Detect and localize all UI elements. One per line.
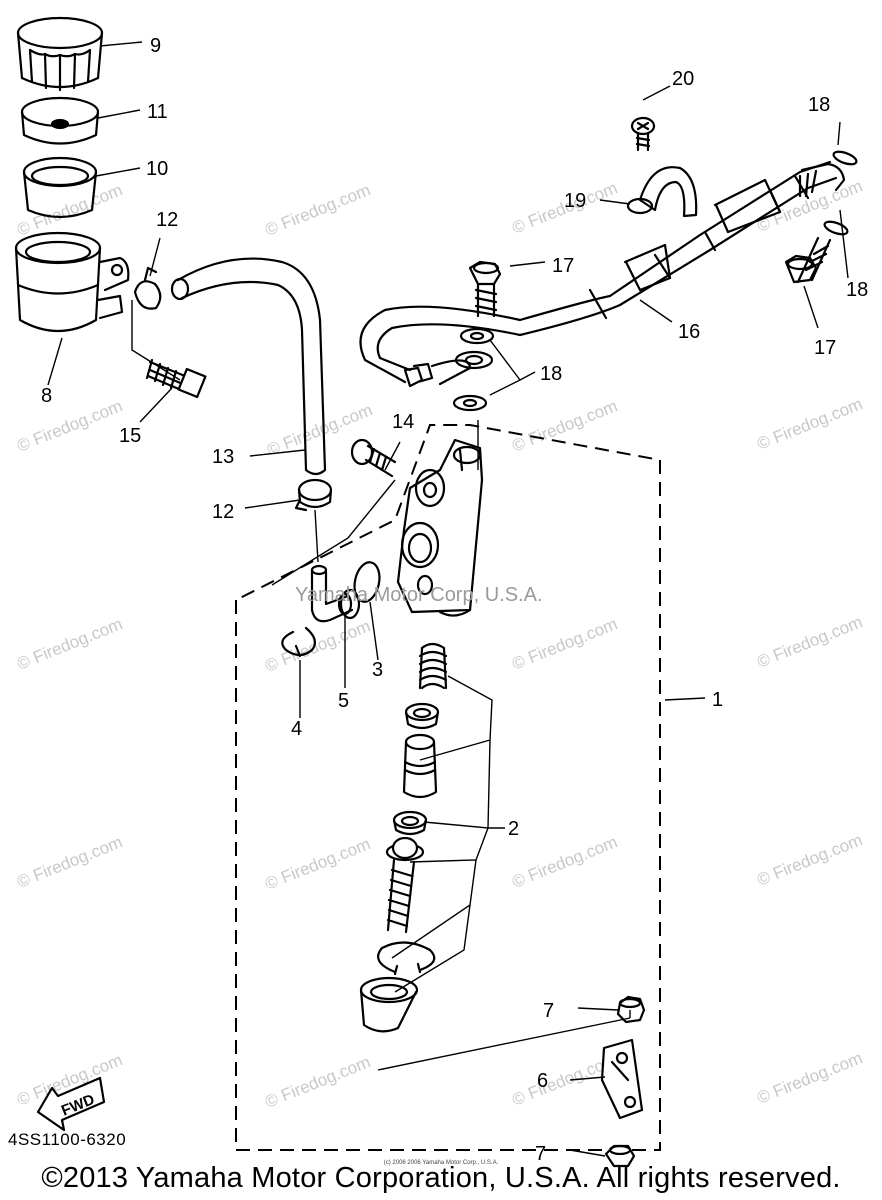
watermark-layer: © Firedog.com © Firedog.com © Firedog.co… [14, 176, 865, 1111]
watermark: © Firedog.com [509, 396, 620, 455]
part-label: 5 [338, 690, 349, 712]
part-label: 17 [814, 337, 836, 359]
part-label: 6 [537, 1070, 548, 1092]
boot [359, 976, 419, 1033]
diaphragm [20, 96, 100, 145]
reservoir-plate [22, 156, 98, 219]
copper-washer [832, 150, 858, 166]
watermark: © Firedog.com [754, 176, 865, 235]
push-rod [385, 836, 425, 934]
guide-screw [630, 116, 656, 152]
small-print: (c) 2006 2006 Yamaha Motor Corp., U.S.A. [383, 1160, 499, 1166]
watermark: © Firedog.com [754, 830, 865, 889]
watermark: © Firedog.com [14, 396, 125, 455]
watermark: © Firedog.com [14, 180, 125, 239]
copper-washer [823, 220, 849, 236]
watermark: © Firedog.com [262, 180, 373, 239]
part-label: 9 [150, 35, 161, 57]
part-label: 18 [846, 279, 868, 301]
part-label: 12 [156, 209, 178, 231]
part-label: 15 [119, 425, 141, 447]
part-label: 17 [552, 255, 574, 277]
part-label: 18 [808, 94, 830, 116]
piston [402, 733, 438, 799]
assembly-boundary [235, 424, 661, 1151]
watermark: © Firedog.com [14, 614, 125, 673]
clevis [600, 1038, 644, 1120]
part-label: 8 [41, 385, 52, 407]
watermark: © Firedog.com [754, 1048, 865, 1107]
part-label: 7 [543, 1000, 554, 1022]
lock-nut-upper [616, 995, 646, 1024]
reservoir-cap [16, 16, 104, 92]
copper-washer [459, 327, 495, 345]
hose-guide [626, 166, 698, 218]
embedded-brand-text: Yamaha Motor Corp, U.S.A. [295, 584, 543, 606]
part-label: 1 [712, 689, 723, 711]
part-label: 14 [392, 411, 414, 433]
part-label: 18 [540, 363, 562, 385]
copper-washer [469, 331, 485, 341]
copper-washer [462, 398, 478, 408]
reservoir-tank [14, 231, 130, 333]
copyright-footer: ©2013 Yamaha Motor Corporation, U.S.A. A… [41, 1162, 841, 1194]
watermark: © Firedog.com [262, 834, 373, 893]
part-label: 13 [212, 446, 234, 468]
primary-cup [404, 702, 440, 730]
watermark: © Firedog.com [754, 612, 865, 671]
watermark: © Firedog.com [14, 832, 125, 891]
circlip [281, 626, 317, 658]
part-label: 11 [147, 101, 168, 123]
master-cylinder-body [396, 438, 484, 617]
spring [418, 642, 448, 690]
diagram-code: 4SS1100-6320 [8, 1130, 127, 1149]
part-label: 19 [564, 190, 586, 212]
lock-nut-lower [604, 1144, 636, 1168]
hose-joint [310, 564, 361, 623]
part-labels: 9 11 10 12 8 15 13 12 14 3 4 5 17 18 16 … [41, 35, 868, 1165]
fwd-arrow-icon [36, 1076, 106, 1132]
watermark: © Firedog.com [262, 1052, 373, 1111]
part-label: 4 [291, 718, 302, 740]
part-label: 10 [146, 158, 168, 180]
leader-lines [47, 41, 849, 1157]
part-label: 7 [535, 1143, 546, 1165]
o-ring [353, 561, 381, 603]
part-label: 12 [212, 501, 234, 523]
secondary-cup [392, 810, 428, 836]
reservoir-mount-bolt [350, 438, 397, 478]
hose-clamp-upper [133, 266, 162, 310]
union-bolt [784, 236, 832, 284]
reservoir-hose [170, 257, 327, 476]
watermark: © Firedog.com [262, 616, 373, 675]
part-label: 2 [508, 818, 519, 840]
hose-clamp-lower [294, 478, 333, 512]
brake-hose [359, 160, 846, 388]
part-label: 20 [672, 68, 694, 90]
watermark: © Firedog.com [754, 394, 865, 453]
copper-washer [452, 394, 488, 412]
retaining-ring [377, 941, 436, 976]
union-bolt [468, 260, 502, 318]
part-label: 3 [372, 659, 383, 681]
part-label: 16 [678, 321, 700, 343]
watermark: © Firedog.com [509, 614, 620, 673]
watermark: © Firedog.com [509, 832, 620, 891]
